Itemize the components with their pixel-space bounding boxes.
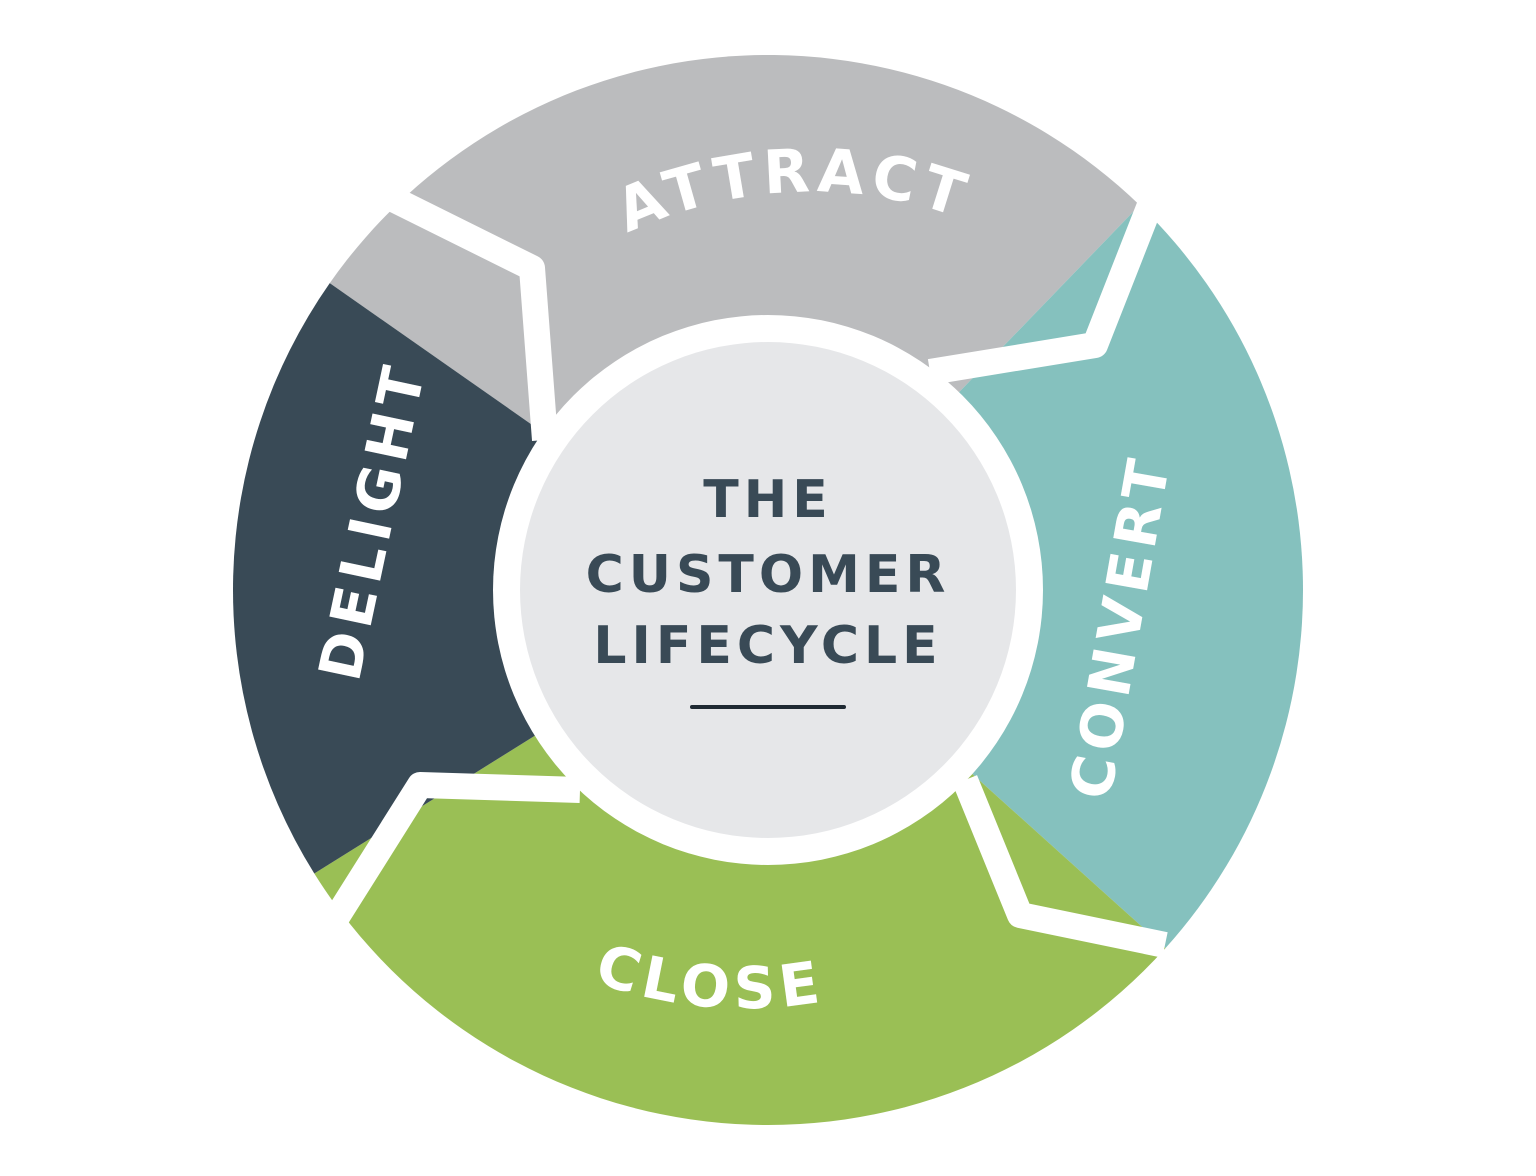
title-line-1: THE — [703, 470, 833, 530]
separator-delight-attract — [389, 188, 558, 441]
separator-convert-close — [952, 775, 1168, 958]
title-line-3: LIFECYCLE — [593, 616, 942, 676]
separator-close-delight — [323, 772, 581, 927]
title-line-2: CUSTOMER — [586, 545, 951, 605]
separator-attract-convert — [927, 200, 1163, 385]
center-circle — [520, 342, 1016, 838]
